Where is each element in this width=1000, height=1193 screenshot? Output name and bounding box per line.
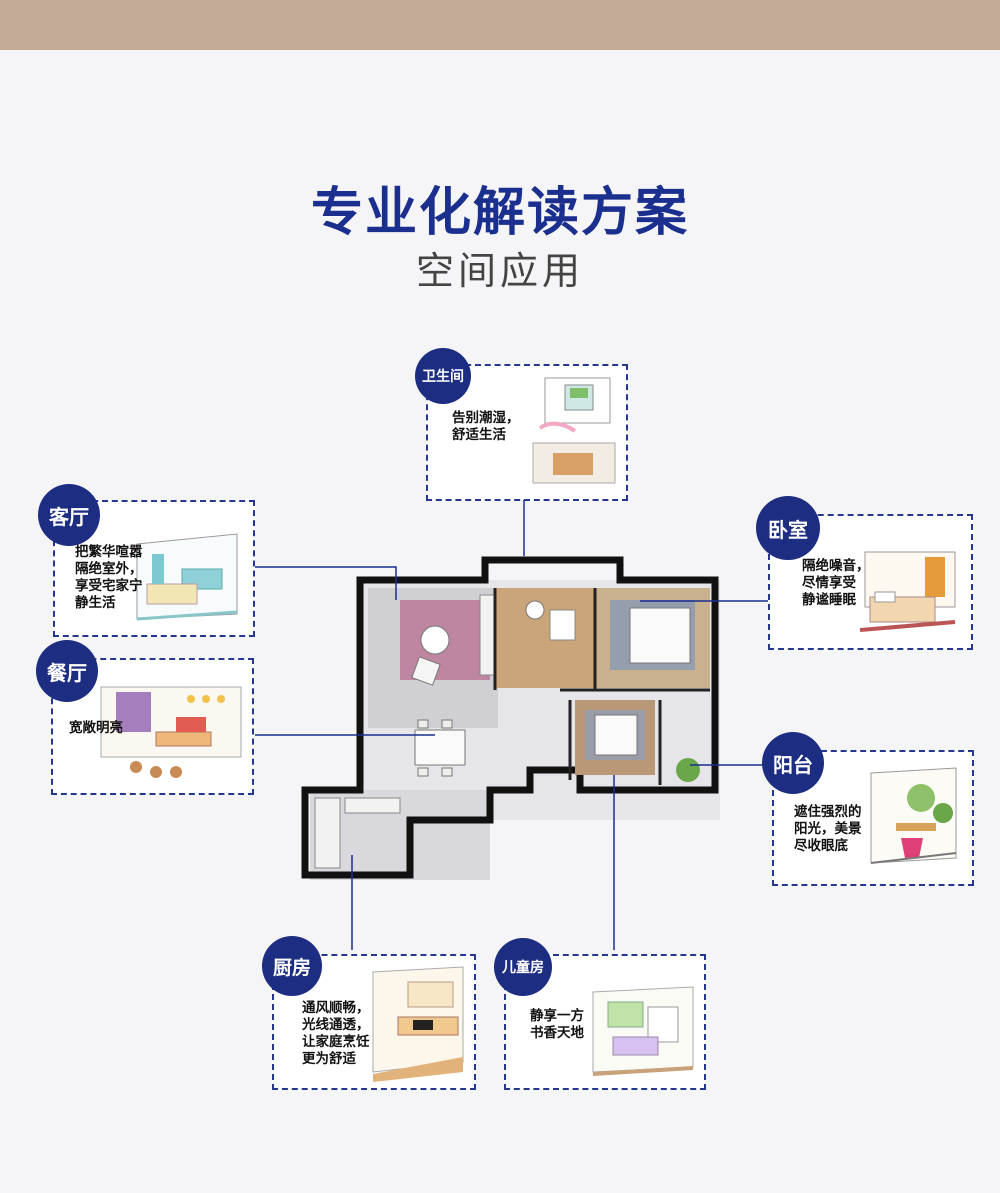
- kitchen-scene-image: [372, 966, 464, 1082]
- kitchen-card: 通风顺畅， 光线通透， 让家庭烹饪 更为舒适: [272, 954, 476, 1090]
- living-room-description: 把繁华喧嚣 隔绝室外， 享受宅家宁 静生活: [75, 544, 143, 611]
- bedroom-description: 隔绝噪音， 尽情享受 静谧睡眠: [802, 558, 870, 608]
- bedroom-scene-image: [859, 551, 956, 632]
- bedroom-badge: 卧室: [756, 496, 820, 560]
- dining-room-description: 宽敞明亮: [69, 720, 123, 736]
- dining-room-card: 宽敞明亮: [51, 658, 254, 795]
- kids-room-badge: 儿童房: [494, 938, 552, 996]
- kitchen-badge: 厨房: [262, 936, 322, 996]
- bathroom-badge: 卫生间: [415, 348, 471, 404]
- floor-plan-illustration: [301, 556, 720, 880]
- page-title: 专业化解读方案: [310, 183, 689, 243]
- kids-room-card: 静享一方 书香天地: [504, 954, 706, 1090]
- top-banner: [0, 0, 1000, 50]
- balcony-scene-image: [870, 767, 957, 864]
- kitchen-description: 通风顺畅， 光线通透， 让家庭烹饪 更为舒适: [302, 1000, 370, 1067]
- living-room-scene-image: [136, 533, 238, 621]
- page-subtitle: 空间应用: [415, 249, 584, 293]
- kids-room-description: 静享一方 书香天地: [530, 1008, 584, 1041]
- bathroom-scene-image: [532, 377, 616, 484]
- bathroom-description: 告别潮湿， 舒适生活: [452, 410, 520, 443]
- dining-room-badge: 餐厅: [36, 640, 98, 702]
- kids-room-scene-image: [592, 986, 694, 1076]
- balcony-badge: 阳台: [762, 732, 824, 794]
- balcony-description: 遮住强烈的 阳光，美景 尽收眼底: [794, 804, 862, 854]
- dining-room-scene-image: [100, 686, 242, 778]
- living-room-badge: 客厅: [38, 484, 100, 546]
